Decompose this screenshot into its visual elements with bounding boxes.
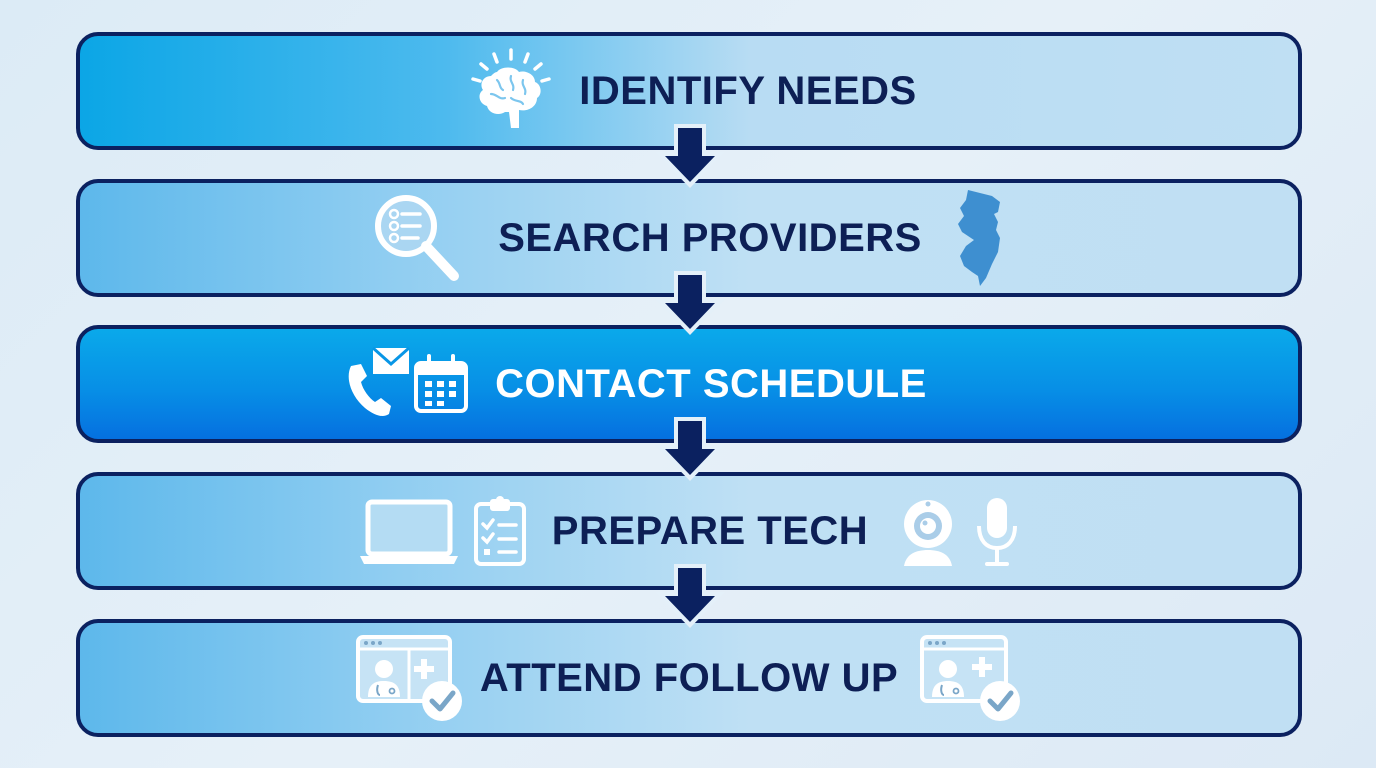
down-arrow-icon: [655, 417, 725, 481]
laptop-icon: [358, 496, 460, 566]
down-arrow-icon: [655, 271, 725, 335]
new-jersey-map-icon: [950, 186, 1010, 290]
phone-mail-icon: [341, 344, 413, 424]
telehealth-doctor-check-icon: [918, 633, 1024, 723]
microphone-icon: [974, 494, 1020, 568]
brain-lightbulb-icon: [461, 46, 561, 136]
checklist-icon: [472, 494, 528, 568]
step-attend-follow-up: ATTEND FOLLOW UP: [76, 619, 1302, 737]
down-arrow-icon: [655, 564, 725, 628]
step-label: ATTEND FOLLOW UP: [479, 655, 899, 700]
telehealth-doctor-check-icon: [354, 633, 466, 723]
step-label: SEARCH PROVIDERS: [498, 215, 922, 260]
magnifier-list-icon: [368, 188, 468, 288]
step-label: PREPARE TECH: [551, 508, 869, 553]
calendar-icon: [413, 353, 469, 415]
down-arrow-icon: [655, 124, 725, 188]
step-label: IDENTIFY NEEDS: [579, 68, 917, 113]
step-label: CONTACT SCHEDULE: [495, 361, 927, 406]
webcam-icon: [898, 494, 958, 568]
